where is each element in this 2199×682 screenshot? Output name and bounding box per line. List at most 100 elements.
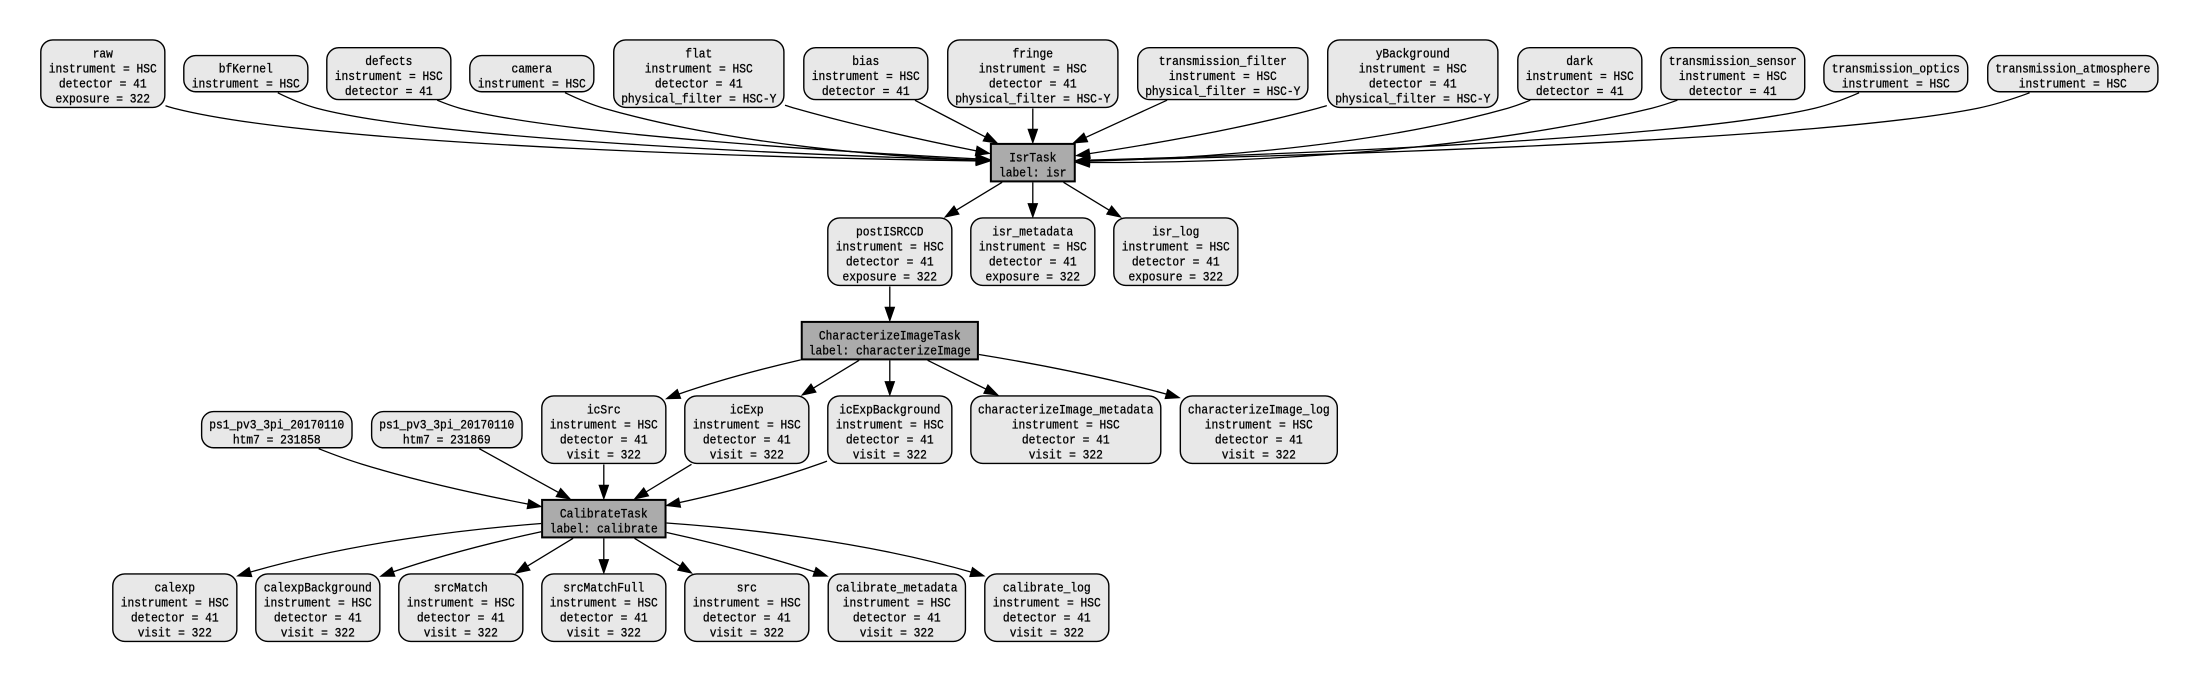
svg-text:visit = 322: visit = 322 <box>1010 627 1084 641</box>
svg-text:instrument = HSC: instrument = HSC <box>2019 78 2127 92</box>
svg-text:label: calibrate: label: calibrate <box>550 523 658 537</box>
svg-text:raw: raw <box>93 47 114 61</box>
svg-text:detector = 41: detector = 41 <box>1536 85 1624 99</box>
svg-text:detector = 41: detector = 41 <box>846 434 934 448</box>
svg-text:camera: camera <box>512 63 553 77</box>
svg-text:bfKernel: bfKernel <box>219 63 273 77</box>
svg-text:instrument = HSC: instrument = HSC <box>993 597 1101 611</box>
svg-text:detector = 41: detector = 41 <box>560 612 648 626</box>
svg-text:visit = 322: visit = 322 <box>710 449 784 463</box>
svg-text:physical_filter = HSC-Y: physical_filter = HSC-Y <box>1145 85 1301 99</box>
svg-text:instrument = HSC: instrument = HSC <box>550 597 658 611</box>
svg-text:physical_filter = HSC-Y: physical_filter = HSC-Y <box>955 93 1111 107</box>
svg-text:icExp: icExp <box>730 403 764 417</box>
svg-text:transmission_filter: transmission_filter <box>1159 55 1287 69</box>
svg-text:instrument = HSC: instrument = HSC <box>1205 419 1313 433</box>
svg-text:detector = 41: detector = 41 <box>1689 85 1777 99</box>
svg-text:icExpBackground: icExpBackground <box>839 403 940 417</box>
svg-text:instrument = HSC: instrument = HSC <box>812 70 920 84</box>
svg-text:instrument = HSC: instrument = HSC <box>836 419 944 433</box>
svg-text:CalibrateTask: CalibrateTask <box>560 508 648 522</box>
svg-text:instrument = HSC: instrument = HSC <box>645 63 753 77</box>
svg-text:detector = 41: detector = 41 <box>1022 434 1110 448</box>
svg-text:instrument = HSC: instrument = HSC <box>693 597 801 611</box>
svg-text:characterizeImage_log: characterizeImage_log <box>1188 403 1330 417</box>
svg-text:srcMatch: srcMatch <box>434 581 488 595</box>
svg-text:detector = 41: detector = 41 <box>1003 612 1091 626</box>
svg-text:detector = 41: detector = 41 <box>703 434 791 448</box>
svg-text:instrument = HSC: instrument = HSC <box>1359 63 1467 77</box>
svg-text:postISRCCD: postISRCCD <box>856 225 924 239</box>
svg-text:exposure = 322: exposure = 322 <box>56 93 151 107</box>
svg-text:calibrate_log: calibrate_log <box>1003 581 1091 595</box>
svg-text:fringe: fringe <box>1013 47 1054 61</box>
svg-text:instrument = HSC: instrument = HSC <box>49 63 157 77</box>
svg-text:detector = 41: detector = 41 <box>59 78 147 92</box>
svg-text:htm7 = 231869: htm7 = 231869 <box>403 434 491 448</box>
svg-text:detector = 41: detector = 41 <box>1215 434 1303 448</box>
svg-text:instrument = HSC: instrument = HSC <box>979 63 1087 77</box>
svg-text:flat: flat <box>685 47 712 61</box>
svg-text:instrument = HSC: instrument = HSC <box>550 419 658 433</box>
svg-text:instrument = HSC: instrument = HSC <box>335 70 443 84</box>
svg-text:exposure = 322: exposure = 322 <box>986 271 1081 285</box>
svg-text:visit = 322: visit = 322 <box>567 449 641 463</box>
svg-text:instrument = HSC: instrument = HSC <box>1122 241 1230 255</box>
svg-text:ps1_pv3_3pi_20170110: ps1_pv3_3pi_20170110 <box>379 419 514 433</box>
svg-text:isr_metadata: isr_metadata <box>992 225 1073 239</box>
svg-text:icSrc: icSrc <box>587 403 621 417</box>
svg-text:transmission_optics: transmission_optics <box>1832 63 1960 77</box>
svg-text:visit = 322: visit = 322 <box>567 627 641 641</box>
svg-text:transmission_atmosphere: transmission_atmosphere <box>1995 63 2150 77</box>
svg-text:calexpBackground: calexpBackground <box>264 581 372 595</box>
svg-text:instrument = HSC: instrument = HSC <box>478 78 586 92</box>
svg-text:instrument = HSC: instrument = HSC <box>264 597 372 611</box>
svg-text:visit = 322: visit = 322 <box>1029 449 1103 463</box>
svg-text:detector = 41: detector = 41 <box>417 612 505 626</box>
svg-text:label: isr: label: isr <box>999 167 1067 181</box>
svg-text:visit = 322: visit = 322 <box>853 449 927 463</box>
svg-text:visit = 322: visit = 322 <box>138 627 212 641</box>
svg-text:defects: defects <box>365 55 412 69</box>
svg-text:instrument = HSC: instrument = HSC <box>843 597 951 611</box>
svg-text:detector = 41: detector = 41 <box>853 612 941 626</box>
svg-text:detector = 41: detector = 41 <box>345 85 433 99</box>
svg-text:detector = 41: detector = 41 <box>846 256 934 270</box>
svg-text:detector = 41: detector = 41 <box>655 78 743 92</box>
svg-text:detector = 41: detector = 41 <box>1369 78 1457 92</box>
svg-text:bias: bias <box>852 55 879 69</box>
svg-text:ps1_pv3_3pi_20170110: ps1_pv3_3pi_20170110 <box>209 419 344 433</box>
svg-text:physical_filter = HSC-Y: physical_filter = HSC-Y <box>1335 93 1491 107</box>
svg-text:instrument = HSC: instrument = HSC <box>1169 70 1277 84</box>
svg-text:exposure = 322: exposure = 322 <box>843 271 938 285</box>
svg-text:instrument = HSC: instrument = HSC <box>693 419 801 433</box>
svg-text:calexp: calexp <box>155 581 196 595</box>
svg-text:characterizeImage_metadata: characterizeImage_metadata <box>978 403 1154 417</box>
svg-text:IsrTask: IsrTask <box>1009 152 1056 166</box>
svg-text:physical_filter = HSC-Y: physical_filter = HSC-Y <box>621 93 777 107</box>
svg-text:detector = 41: detector = 41 <box>989 78 1077 92</box>
svg-text:detector = 41: detector = 41 <box>989 256 1077 270</box>
svg-text:visit = 322: visit = 322 <box>1222 449 1296 463</box>
svg-text:yBackground: yBackground <box>1376 47 1450 61</box>
svg-text:instrument = HSC: instrument = HSC <box>979 241 1087 255</box>
svg-text:visit = 322: visit = 322 <box>424 627 498 641</box>
svg-text:instrument = HSC: instrument = HSC <box>1679 70 1787 84</box>
svg-text:isr_log: isr_log <box>1152 225 1199 239</box>
svg-text:src: src <box>737 581 757 595</box>
svg-text:detector = 41: detector = 41 <box>274 612 362 626</box>
svg-text:detector = 41: detector = 41 <box>703 612 791 626</box>
svg-text:instrument = HSC: instrument = HSC <box>192 78 300 92</box>
svg-text:detector = 41: detector = 41 <box>822 85 910 99</box>
svg-text:instrument = HSC: instrument = HSC <box>1842 78 1950 92</box>
svg-text:visit = 322: visit = 322 <box>860 627 934 641</box>
svg-text:detector = 41: detector = 41 <box>560 434 648 448</box>
svg-text:instrument = HSC: instrument = HSC <box>836 241 944 255</box>
svg-text:htm7 = 231858: htm7 = 231858 <box>233 434 321 448</box>
svg-text:CharacterizeImageTask: CharacterizeImageTask <box>819 330 961 344</box>
svg-text:visit = 322: visit = 322 <box>710 627 784 641</box>
svg-text:calibrate_metadata: calibrate_metadata <box>836 581 958 595</box>
svg-text:instrument = HSC: instrument = HSC <box>1012 419 1120 433</box>
svg-text:instrument = HSC: instrument = HSC <box>1526 70 1634 84</box>
svg-text:detector = 41: detector = 41 <box>131 612 219 626</box>
